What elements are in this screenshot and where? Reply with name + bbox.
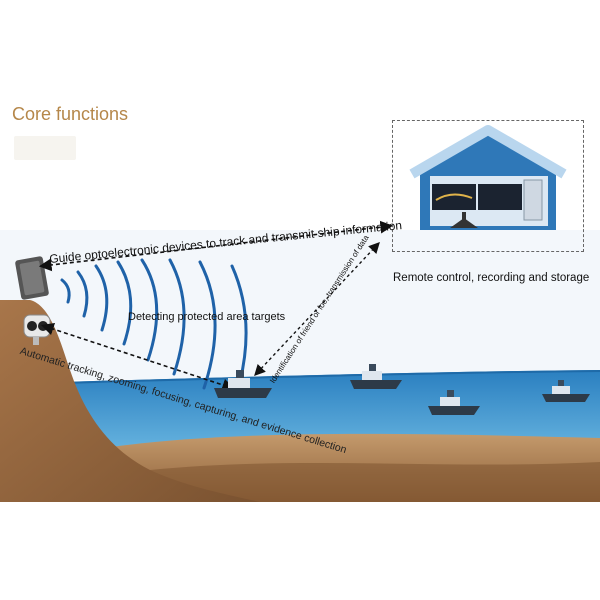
ship-icon: [542, 380, 590, 402]
seabed-shadow: [150, 462, 600, 502]
detect-targets-label: Detecting protected area targets: [128, 311, 286, 323]
ship-icon: [350, 364, 402, 389]
remote-control-label: Remote control, recording and storage: [393, 272, 590, 284]
coastal-cliff: [0, 300, 260, 502]
core-functions-title: Core functions: [12, 104, 129, 124]
title-decor-box: [14, 136, 76, 160]
control-room-icon: [409, 125, 567, 230]
remote-station-frame: [392, 120, 584, 252]
tracking-arrow: [40, 322, 236, 392]
ship-icon: [428, 390, 480, 415]
guide-arrow: [38, 220, 394, 272]
ship-icon: [214, 370, 272, 398]
